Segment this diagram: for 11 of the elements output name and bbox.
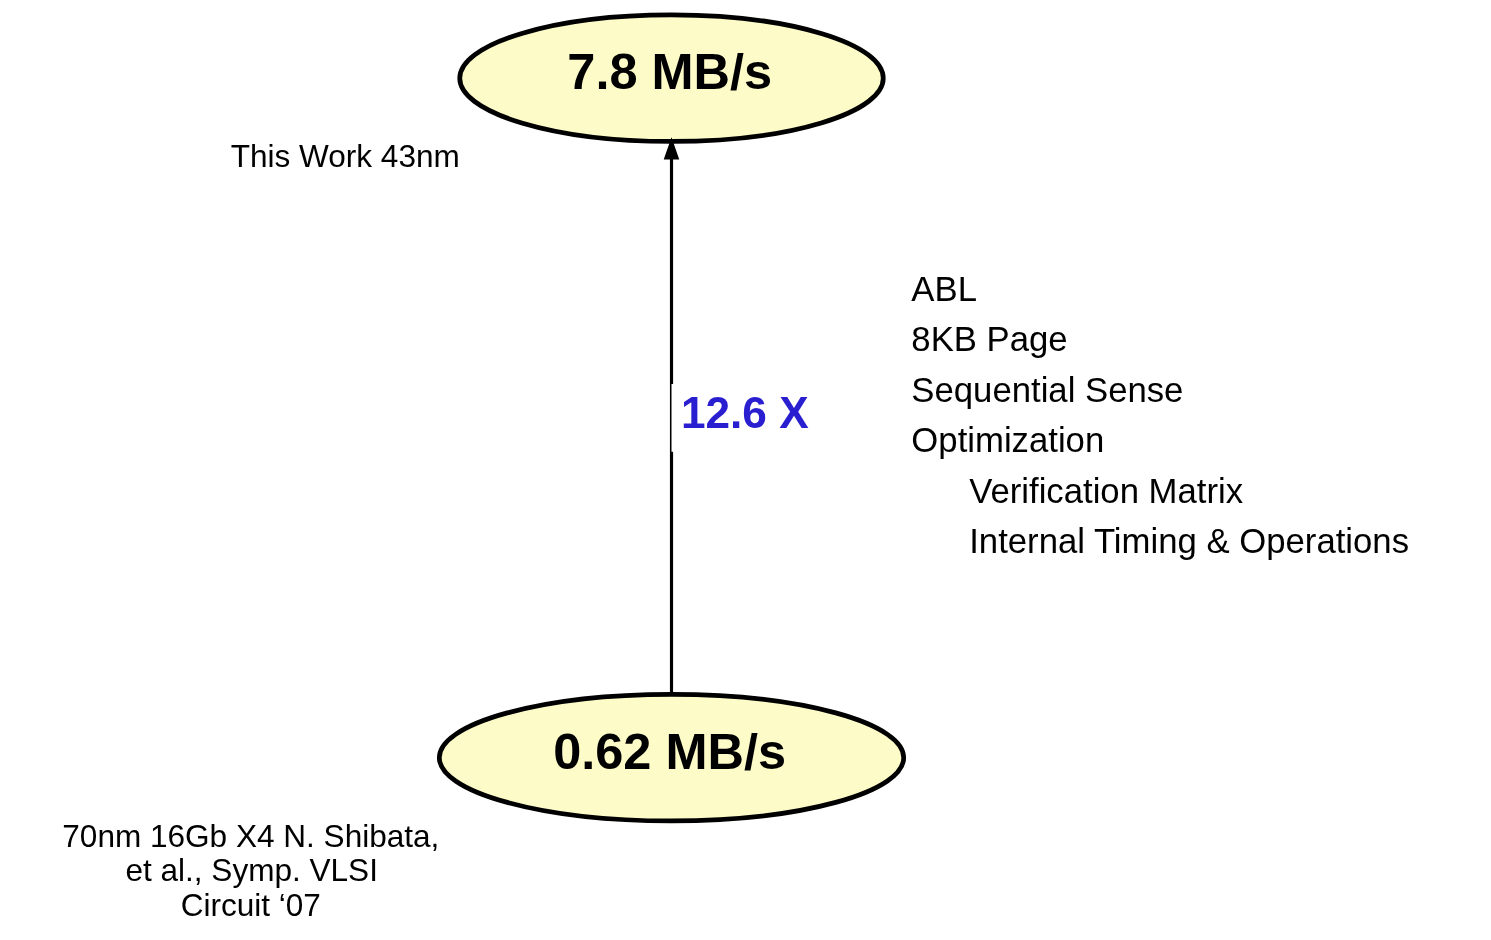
label: Verification Matrix xyxy=(968,471,1243,510)
label: ABL xyxy=(910,269,977,308)
node-ellipse: 7.8 MB/s xyxy=(456,12,886,144)
node-ellipse: 0.62 MB/s xyxy=(436,692,906,824)
label: Internal Timing & Operations xyxy=(968,522,1409,560)
edge-label: 12.6 X xyxy=(680,388,809,438)
label: Optimization xyxy=(910,421,1104,460)
label: Sequential Sense xyxy=(910,370,1183,409)
label: 8KB Page xyxy=(910,320,1068,359)
arrow xyxy=(663,137,679,694)
node-label: 70nm 16Gb X4 N. Shibata, et al., Symp. VLSI Circuit ‘07 xyxy=(61,817,439,923)
